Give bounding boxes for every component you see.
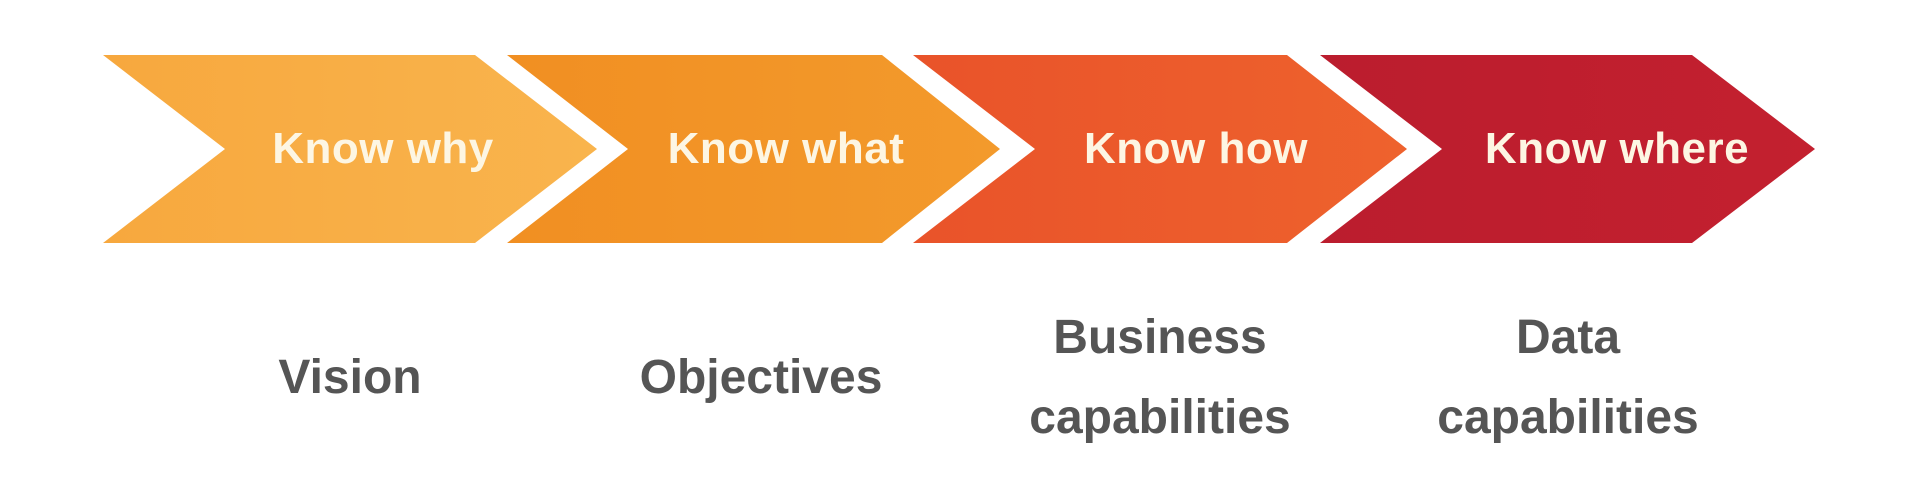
chevron-step-3 — [913, 55, 1407, 243]
chevron-step-2 — [507, 55, 1000, 243]
chevron-step-4 — [1320, 55, 1815, 243]
step-1-caption: Vision — [278, 338, 421, 418]
step-4-label: Know where — [1484, 124, 1750, 173]
step-1-label: Know why — [272, 124, 494, 173]
step-2-caption-line-1: Objectives — [639, 351, 883, 404]
step-1-caption-line-1: Vision — [278, 351, 422, 404]
step-4-caption: Data capabilities — [1437, 298, 1698, 458]
step-3-caption-line-2: capabilities — [1029, 391, 1291, 444]
step-4-caption-line-2: capabilities — [1437, 391, 1699, 444]
step-3-caption-line-1: Business — [1053, 311, 1267, 364]
chevron-step-1 — [103, 55, 597, 243]
step-3-label: Know how — [1084, 124, 1308, 173]
step-2-label: Know what — [667, 124, 905, 173]
step-2-caption: Objectives — [640, 338, 883, 418]
step-3-caption: Business capabilities — [1029, 298, 1290, 458]
step-4-caption-line-1: Data — [1515, 311, 1621, 364]
